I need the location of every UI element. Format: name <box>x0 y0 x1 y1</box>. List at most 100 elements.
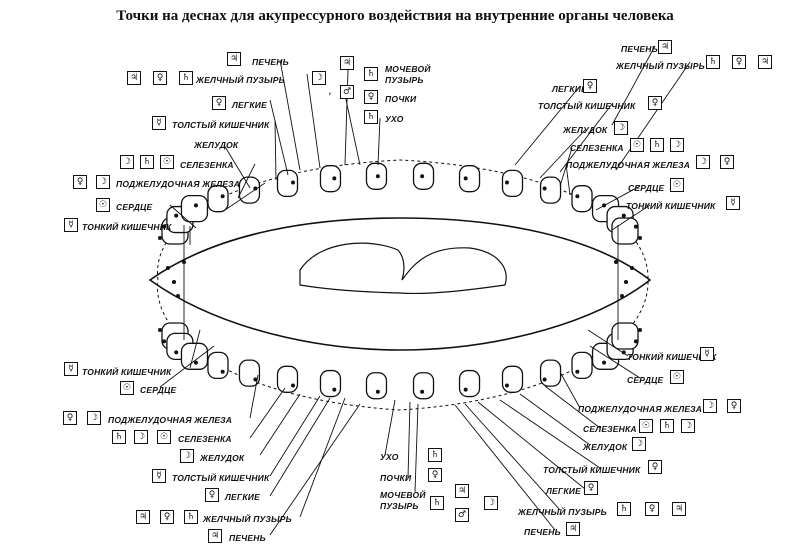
venus-symbol-box: ♀ <box>720 155 734 169</box>
acupoint-dot <box>624 280 628 284</box>
label-colon-top-left: ТОЛСТЫЙ КИШЕЧНИК <box>172 120 270 130</box>
label-heart-bottom-right: СЕРДЦЕ <box>627 375 664 385</box>
moon-symbol-box: ☽ <box>134 430 148 444</box>
saturn-symbol-box: ♄ <box>364 67 378 81</box>
leader-line <box>539 129 586 179</box>
acupoint-dot <box>633 224 638 229</box>
venus-symbol-box: ♀ <box>73 175 87 189</box>
leader-line <box>306 73 321 169</box>
lower-tooth <box>412 372 435 400</box>
label-pancreas-bottom-left: ПОДЖЕЛУДОЧНАЯ ЖЕЛЕЗА <box>108 415 233 425</box>
leader-line <box>615 61 691 171</box>
leader-line <box>414 403 419 493</box>
venus-symbol-box: ♀ <box>584 481 598 495</box>
label-kidneys-bottom: ПОЧКИ <box>380 473 412 483</box>
tongue <box>299 242 507 295</box>
leader-line <box>454 404 556 531</box>
saturn-symbol-box: ♄ <box>179 71 193 85</box>
leader-line <box>274 119 277 181</box>
sun-symbol-box: ☉ <box>157 430 171 444</box>
acupoint-dot <box>575 194 580 199</box>
leader-line <box>269 395 321 477</box>
sun-symbol-box: ☉ <box>96 198 110 212</box>
upper-tooth <box>319 165 342 193</box>
acupoint-dot <box>193 203 198 208</box>
comma-mark: , <box>329 86 332 96</box>
moon-symbol-box: ☽ <box>670 138 684 152</box>
label-smallint-top-left: ТОНКИЙ КИШЕЧНИК <box>82 222 172 232</box>
label-spleen-top-left: СЕЛЕЗЕНКА <box>180 160 234 170</box>
label-ear-bottom: УХО <box>380 452 399 462</box>
acupoint-dot <box>633 339 638 344</box>
venus-symbol-box: ♀ <box>153 71 167 85</box>
leader-line <box>269 99 289 176</box>
label-bladder-bottom-2: ПУЗЫРЬ <box>380 501 419 511</box>
lower-tooth <box>571 351 593 380</box>
leader-line <box>269 403 361 536</box>
acupoint-dot <box>602 360 607 365</box>
sun-symbol-box: ☉ <box>670 370 684 384</box>
label-stomach-bottom-left: ЖЕЛУДОК <box>200 453 245 463</box>
acupoint-dot <box>253 186 258 191</box>
saturn-symbol-box: ♄ <box>364 110 378 124</box>
label-colon-top-right: ТОЛСТЫЙ КИШЕЧНИК <box>538 101 636 111</box>
saturn-symbol-box: ♄ <box>112 430 126 444</box>
acupoint-dot <box>176 294 180 298</box>
label-smallint-bottom-right: ТОНКИЙ КИШЕЧНИК <box>627 352 717 362</box>
leader-line <box>259 393 301 456</box>
leader-line <box>499 399 601 469</box>
leader-line <box>279 59 301 171</box>
lower-tooth <box>319 369 342 398</box>
moon-symbol-box: ☽ <box>703 399 717 413</box>
label-spleen-bottom-left: СЕЛЕЗЕНКА <box>178 434 232 444</box>
acupoint-dot <box>291 180 296 185</box>
moon-symbol-box: ☽ <box>696 155 710 169</box>
moon-symbol-box: ☽ <box>96 175 110 189</box>
label-heart-bottom-left: СЕРДЦЕ <box>140 385 177 395</box>
mercury-symbol-box: ☿ <box>64 218 78 232</box>
jupiter-symbol-box: ♃ <box>758 55 772 69</box>
leader-line <box>587 329 629 357</box>
acupoint-dot <box>614 260 618 264</box>
label-lungs-top-right: ЛЕГКИЕ <box>552 84 587 94</box>
leader-line <box>407 401 411 479</box>
label-lungs-top-left: ЛЕГКИЕ <box>232 100 267 110</box>
acupoint-dot <box>504 383 509 388</box>
acupoint-dot <box>620 294 624 298</box>
moon-symbol-box: ☽ <box>484 496 498 510</box>
lower-tooth <box>207 351 229 380</box>
sun-symbol-box: ☉ <box>160 155 174 169</box>
leader-line <box>464 403 561 511</box>
label-spleen-top-right: СЕЛЕЗЕНКА <box>570 143 624 153</box>
label-smallint-top-right: ТОНКИЙ КИШЕЧНИК <box>626 201 716 211</box>
acupoint-dot <box>420 174 425 179</box>
acupoint-dot <box>542 186 547 191</box>
upper-tooth <box>458 165 481 193</box>
leader-line <box>477 401 586 490</box>
saturn-symbol-box: ♄ <box>617 502 631 516</box>
leader-line <box>611 45 656 126</box>
upper-tooth <box>611 217 639 245</box>
label-kidneys-top: ПОЧКИ <box>385 94 417 104</box>
lower-tooth <box>180 342 209 370</box>
saturn-symbol-box: ♄ <box>660 419 674 433</box>
venus-symbol-box: ♀ <box>212 96 226 110</box>
acupoint-dot <box>575 369 580 374</box>
jupiter-symbol-box: ♃ <box>566 522 580 536</box>
jupiter-symbol-box: ♃ <box>672 502 686 516</box>
leader-line <box>519 393 591 446</box>
moon-symbol-box: ☽ <box>614 121 628 135</box>
lower-tooth <box>458 369 481 398</box>
leader-line <box>384 399 396 456</box>
mars-symbol-box: ♂ <box>340 85 354 99</box>
leader-line <box>344 94 361 166</box>
sun-symbol-box: ☉ <box>630 138 644 152</box>
acupoint-dot <box>420 389 425 394</box>
jupiter-symbol-box: ♃ <box>136 510 150 524</box>
saturn-symbol-box: ♄ <box>140 155 154 169</box>
label-colon-bottom-left: ТОЛСТЫЙ КИШЕЧНИК <box>172 473 270 483</box>
acupoint-dot <box>463 176 468 181</box>
venus-symbol-box: ♀ <box>645 502 659 516</box>
leader-line <box>544 385 601 429</box>
